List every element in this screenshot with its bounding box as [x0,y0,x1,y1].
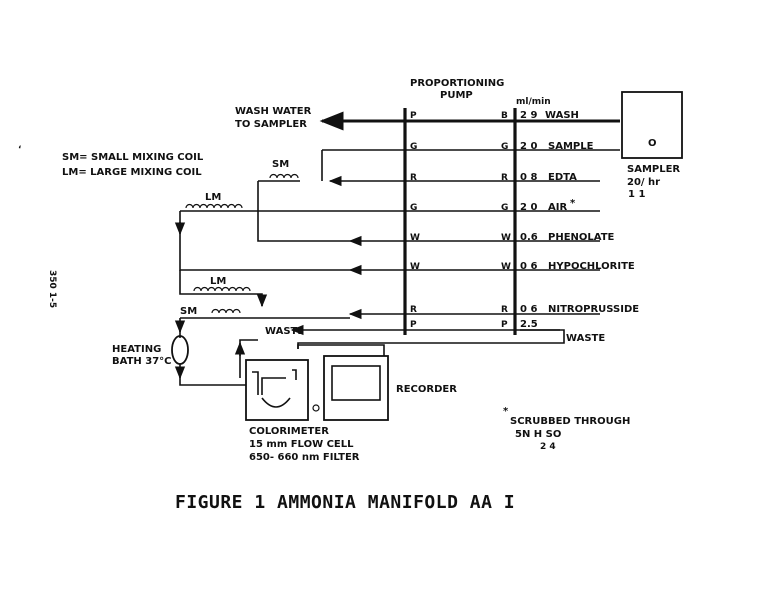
coil-lm-mid [193,286,251,292]
sampler-ratio: 1 1 [628,189,645,200]
line-name: NITROPRUSSIDE [548,304,639,315]
line-rate: 2 9 [520,110,537,121]
flow-cell [252,369,297,395]
coil-lm-top-label: LM [205,192,221,203]
line-left-code: R [410,173,417,183]
sampler-dial: O [648,138,657,149]
line-right-code: P [501,320,508,330]
sampler-rate: 20/ hr [627,177,660,188]
waste-left-label: WASTE [265,326,304,337]
line-rate: 2 0 [520,141,537,152]
line-left-code: G [410,142,417,152]
legend-large-coil: LM= LARGE MIXING COIL [62,167,202,178]
pump-units: ml/min [516,97,551,107]
coil-sm-top-label: SM [272,159,289,170]
line-right-code: B [501,111,508,121]
stray-mark: ‘ [18,145,21,155]
line-name: WASH [545,110,579,121]
line-left-code: G [410,203,417,213]
line-left-code: W [410,233,420,243]
heating-bath-label-1: HEATING [112,344,161,355]
line-right-code: G [501,203,508,213]
flow-cell-u [261,397,291,408]
colorimeter-label-2: 15 mm FLOW CELL [249,439,354,450]
recorder-box [323,355,389,421]
line-rate: 0 6 [520,304,537,315]
colorimeter-label-3: 650- 660 nm FILTER [249,452,360,463]
line-name: HYPOCHLORITE [548,261,635,272]
pump-title-line2: PUMP [440,90,473,101]
heating-bath [171,335,189,365]
coil-sm-top [269,173,299,179]
line-name: AIR [548,202,567,213]
recorder-screen [331,365,381,401]
line-name: SAMPLE [548,141,594,152]
line-left-code: R [410,305,417,315]
line-right-code: R [501,305,508,315]
footnote-line-2: 5N H SO [515,429,561,440]
waste-left-line [239,339,258,378]
wash-water-label-1: WASH WATER [235,106,312,117]
line-rate: 2 0 [520,202,537,213]
coil-sm-bottom [211,308,241,314]
recorder-label: RECORDER [396,384,457,395]
line-right-code: W [501,262,511,272]
line-rate: 0.6 [520,232,538,243]
coil-sm-bottom-label: SM [180,306,197,317]
waste-right-label: WASTE [566,333,605,344]
line-rate: 2.5 [520,319,538,330]
line-name: EDTA [548,172,577,183]
line-name: PHENOLATE [548,232,615,243]
sampler-box [621,91,683,159]
line-right-code: W [501,233,511,243]
colorimeter-box [245,359,309,421]
line-left-code: P [410,320,417,330]
line-right-code: R [501,173,508,183]
coil-lm-top [185,203,243,209]
margin-note: 350 1-5 [47,270,57,308]
link-dot [312,404,320,412]
legend-small-coil: SM= SMALL MIXING COIL [62,152,204,163]
recorder-top-line [297,344,385,356]
coil-lm-mid-label: LM [210,276,226,287]
figure-caption: FIGURE 1 AMMONIA MANIFOLD AA I [175,492,515,513]
line-rate: 0 8 [520,172,537,183]
wash-water-label-2: TO SAMPLER [235,119,307,130]
air-asterisk: * [570,198,576,209]
line-left-code: P [410,111,417,121]
line-rate: 0 6 [520,261,537,272]
sampler-label: SAMPLER [627,164,680,175]
colorimeter-label-1: COLORIMETER [249,426,329,437]
footnote-line-1: SCRUBBED THROUGH [510,416,630,427]
line-left-code: W [410,262,420,272]
footnote-asterisk: * [503,406,509,417]
heating-bath-label-2: BATH 37°C [112,356,172,367]
waste-right-box [297,329,565,349]
pump-title-line1: PROPORTIONING [410,78,504,89]
sm-coil-connector [257,180,350,242]
bath-to-colorimeter [179,364,246,386]
line-right-code: G [501,142,508,152]
footnote-subscript: 2 4 [540,442,556,452]
